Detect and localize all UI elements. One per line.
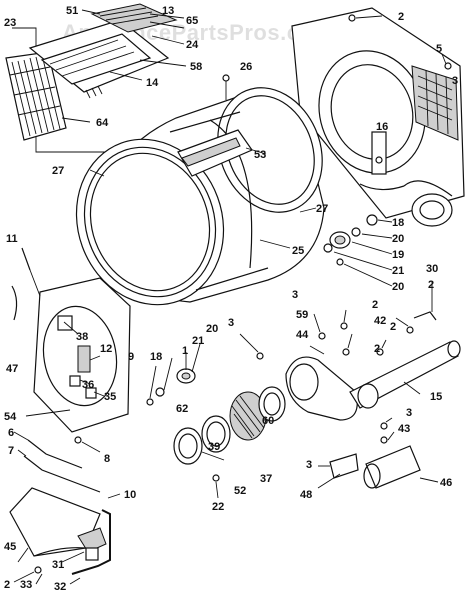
callout-3c: 3 xyxy=(292,289,298,301)
callout-62: 62 xyxy=(176,403,188,415)
callout-20c: 20 xyxy=(206,323,218,335)
callout-64: 64 xyxy=(96,117,109,129)
callout-22: 22 xyxy=(212,501,224,513)
blower-motor-assembly xyxy=(173,282,461,499)
callout-43: 43 xyxy=(398,423,410,435)
callout-20b: 20 xyxy=(392,281,404,293)
callout-46: 46 xyxy=(440,477,452,489)
drive-motor xyxy=(317,417,439,489)
callout-2f: 2 xyxy=(4,579,10,591)
callout-2b: 2 xyxy=(372,299,378,311)
callout-53: 53 xyxy=(254,149,266,161)
callout-58: 58 xyxy=(190,61,202,73)
callout-18a: 18 xyxy=(392,217,404,229)
callout-14: 14 xyxy=(146,77,159,89)
callout-51: 51 xyxy=(66,5,78,17)
callout-21a: 21 xyxy=(392,265,404,277)
callout-26: 26 xyxy=(240,61,252,73)
callout-19: 19 xyxy=(392,249,404,261)
callout-15: 15 xyxy=(430,391,442,403)
callout-27b: 27 xyxy=(316,203,328,215)
callout-6: 6 xyxy=(8,427,14,439)
callout-42: 42 xyxy=(374,315,386,327)
callout-18b: 18 xyxy=(150,351,162,363)
callout-24: 24 xyxy=(186,39,199,51)
callout-44: 44 xyxy=(296,329,309,341)
callout-3b: 3 xyxy=(228,317,234,329)
callout-2d: 2 xyxy=(390,321,396,333)
callout-45: 45 xyxy=(4,541,16,553)
callout-labels: 23 51 13 65 24 58 14 64 26 53 27 27 2 5 … xyxy=(4,5,458,593)
callout-11: 11 xyxy=(6,233,18,245)
lint-filter-assembly xyxy=(5,3,190,153)
callout-10: 10 xyxy=(124,489,136,501)
callout-2e: 2 xyxy=(374,343,380,355)
callout-8: 8 xyxy=(104,453,110,465)
callout-25: 25 xyxy=(292,245,304,257)
callout-3d: 3 xyxy=(406,407,412,419)
callout-13: 13 xyxy=(162,5,174,17)
callout-2c: 2 xyxy=(428,279,434,291)
callout-39: 39 xyxy=(208,441,220,453)
callout-54: 54 xyxy=(4,411,17,423)
callout-12: 12 xyxy=(100,343,112,355)
callout-38: 38 xyxy=(76,331,88,343)
callout-47: 47 xyxy=(6,363,18,375)
drum-support-parts xyxy=(323,214,393,287)
dryer-drum xyxy=(75,74,325,306)
callout-3e: 3 xyxy=(306,459,312,471)
callout-5: 5 xyxy=(436,43,442,55)
toe-panel-and-door-switch xyxy=(9,487,121,585)
callout-33: 33 xyxy=(20,579,32,591)
callout-3a: 3 xyxy=(452,75,458,87)
callout-16: 16 xyxy=(376,121,388,133)
callout-60: 60 xyxy=(262,415,274,427)
callout-23: 23 xyxy=(4,17,16,29)
callout-52: 52 xyxy=(234,485,246,497)
rear-bulkhead xyxy=(291,7,465,227)
front-bulkhead xyxy=(11,247,264,493)
callout-20a: 20 xyxy=(392,233,404,245)
callout-30: 30 xyxy=(426,263,438,275)
callout-36: 36 xyxy=(82,379,94,391)
callout-48: 48 xyxy=(300,489,312,501)
callout-9: 9 xyxy=(128,351,134,363)
callout-65: 65 xyxy=(186,15,198,27)
callout-2a: 2 xyxy=(398,11,404,23)
callout-31: 31 xyxy=(52,559,64,571)
callout-7: 7 xyxy=(8,445,14,457)
callout-37: 37 xyxy=(260,473,272,485)
callout-32: 32 xyxy=(54,581,66,593)
callout-1: 1 xyxy=(182,345,188,357)
callout-21b: 21 xyxy=(192,335,204,347)
callout-27a: 27 xyxy=(52,165,64,177)
callout-59: 59 xyxy=(296,309,308,321)
callout-35: 35 xyxy=(104,391,116,403)
